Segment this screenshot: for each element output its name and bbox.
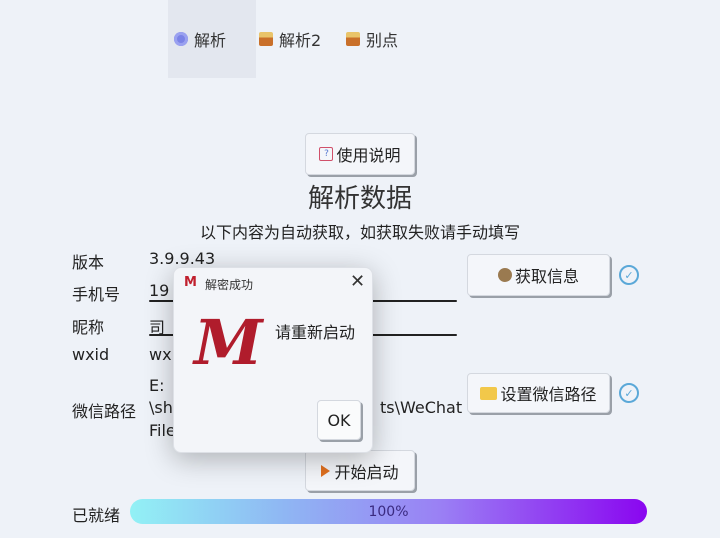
- phone-input[interactable]: 19: [149, 281, 170, 300]
- path-line3: File: [149, 421, 176, 440]
- ok-button[interactable]: OK: [317, 400, 361, 440]
- tab-label: 解析2: [279, 31, 322, 50]
- help-button-label: 使用说明: [336, 146, 401, 165]
- robot-icon: [497, 268, 512, 282]
- page-subtitle: 以下内容为自动获取，如获取失败请手动填写: [199, 223, 520, 242]
- app-logo-icon: M: [184, 275, 197, 290]
- help-button[interactable]: ? 使用说明: [305, 133, 415, 175]
- wxid-label: wxid: [72, 345, 110, 364]
- set-path-label: 设置微信路径: [500, 385, 597, 404]
- page-title: 解析数据: [307, 184, 412, 214]
- version-label: 版本: [72, 253, 105, 272]
- check-icon: ✓: [619, 383, 639, 403]
- path-label: 微信路径: [72, 402, 137, 421]
- house-icon: [259, 32, 273, 46]
- start-button[interactable]: 开始启动: [305, 450, 415, 491]
- path-line2-left: \sh: [149, 398, 173, 417]
- get-info-button[interactable]: 获取信息: [467, 254, 610, 296]
- get-info-label: 获取信息: [514, 267, 579, 286]
- version-value: 3.9.9.43: [149, 249, 216, 268]
- tab-dont-click[interactable]: 别点: [346, 0, 398, 78]
- progress-text: 100%: [368, 503, 409, 520]
- start-label: 开始启动: [334, 462, 399, 482]
- path-line2-right: ts\WeChat: [380, 398, 463, 417]
- ok-label: OK: [327, 410, 351, 430]
- disc-icon: [174, 32, 188, 46]
- status-label: 已就绪: [72, 506, 121, 525]
- nickname-input[interactable]: 司: [149, 318, 166, 337]
- close-icon[interactable]: ✕: [350, 271, 366, 292]
- question-icon: ?: [319, 147, 334, 161]
- wxid-value: wx: [149, 345, 172, 364]
- dialog-title: 解密成功: [205, 278, 254, 292]
- tab-label: 别点: [366, 31, 399, 50]
- dialog-message: 请重新启动: [275, 323, 356, 342]
- phone-label: 手机号: [72, 285, 121, 304]
- tab-parse[interactable]: 解析: [168, 0, 256, 78]
- tab-parse2[interactable]: 解析2: [259, 0, 321, 78]
- success-dialog: M 解密成功 ✕ M 请重新启动 OK: [173, 267, 373, 453]
- nickname-label: 昵称: [72, 318, 105, 337]
- app-logo-large-icon: M: [194, 306, 263, 379]
- play-icon: [321, 464, 331, 477]
- folder-icon: [480, 386, 498, 400]
- check-icon: ✓: [619, 265, 639, 285]
- path-line1: E:: [149, 376, 165, 395]
- tab-label: 解析: [194, 31, 227, 50]
- progress-bar: 100%: [130, 499, 647, 524]
- set-path-button[interactable]: 设置微信路径: [467, 373, 610, 413]
- house-icon: [346, 32, 360, 46]
